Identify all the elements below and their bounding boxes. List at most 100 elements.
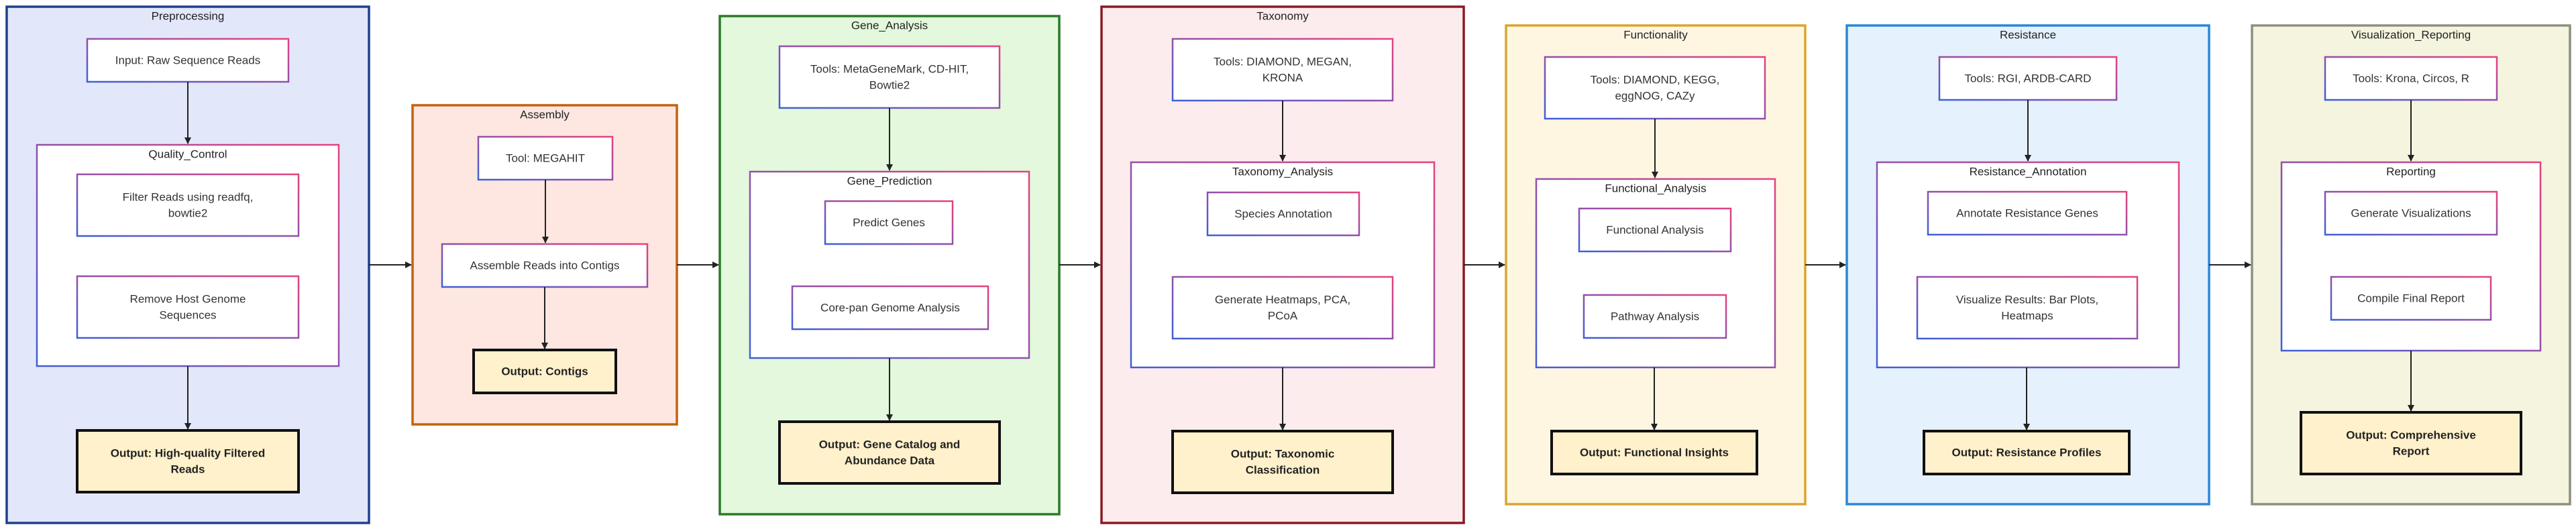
- subgroup-frame: [2280, 161, 2542, 352]
- tool-node-box: [778, 45, 1001, 109]
- tool-node[interactable]: Tools: DIAMOND, KEGG, eggNOG, CAZy: [1544, 56, 1766, 120]
- output-node-box: [76, 429, 300, 493]
- output-node-box: [472, 349, 617, 394]
- tool-node[interactable]: Tools: Krona, Circos, R: [2324, 56, 2498, 101]
- process-node-label: Pathway Analysis: [1611, 310, 1699, 323]
- group-title: Gene_Analysis: [851, 19, 928, 32]
- output-node[interactable]: Output: Contigs: [472, 349, 617, 394]
- tool-node-box: [1544, 56, 1766, 120]
- subgroup-title: Resistance_Annotation: [1970, 166, 2087, 178]
- output-node-label: Output: Comprehensive: [2346, 429, 2476, 442]
- output-node-box: [1550, 430, 1758, 475]
- output-node-label: Output: Contigs: [501, 365, 588, 378]
- input-node-label: Input: Raw Sequence Reads: [115, 54, 260, 67]
- process-node[interactable]: Generate Heatmaps, PCA,PCoA: [1171, 276, 1394, 340]
- process-node-label: bowtie2: [168, 207, 208, 220]
- tool-node[interactable]: Tools: DIAMOND, MEGAN,KRONA: [1171, 38, 1394, 102]
- group-title: Resistance: [2000, 29, 2056, 42]
- process-node[interactable]: Pathway Analysis: [1582, 294, 1727, 339]
- process-node-box: [76, 173, 300, 237]
- group-title: Functionality: [1623, 29, 1688, 42]
- process-node-box: [1916, 276, 2139, 340]
- tool-node[interactable]: Tools: RGI, ARDB-CARD: [1938, 56, 2118, 101]
- output-node-label: Output: Taxonomic: [1231, 448, 1335, 461]
- tool-node-box: [1171, 38, 1394, 102]
- tool-node-label: Tools: DIAMOND, KEGG,: [1591, 74, 1720, 86]
- process-node-label: Filter Reads using readfq,: [123, 191, 254, 204]
- process-node-label: Assemble Reads into Contigs: [470, 259, 619, 272]
- output-node-label: Reads: [170, 463, 205, 476]
- process-node-box: [791, 285, 989, 331]
- process-node[interactable]: Functional Analysis: [1578, 207, 1732, 253]
- edges-top-layer: [184, 82, 2414, 430]
- output-node-box: [2300, 411, 2522, 475]
- process-node[interactable]: Visualize Results: Bar Plots,Heatmaps: [1916, 276, 2139, 340]
- process-node-label: Species Annotation: [1234, 208, 1332, 221]
- group-title: Assembly: [520, 109, 570, 121]
- process-node-box: [76, 275, 300, 339]
- input-node[interactable]: Input: Raw Sequence Reads: [86, 38, 290, 83]
- tool-node-label: Tools: RGI, ARDB-CARD: [1965, 72, 2092, 85]
- process-node-label: Functional Analysis: [1606, 224, 1704, 237]
- process-node-box: [1171, 276, 1394, 340]
- tool-node[interactable]: Tools: MetaGeneMark, CD-HIT, Bowtie2: [778, 45, 1001, 109]
- tool-node-box: [2324, 56, 2498, 101]
- group-visualization-reporting: Visualization_ReportingReportingGenerate…: [2251, 24, 2571, 506]
- subgroup-title: Quality_Control: [148, 148, 227, 161]
- subgroup-title: Taxonomy_Analysis: [1232, 166, 1333, 178]
- tool-node-label: Bowtie2: [869, 79, 910, 92]
- process-node-label: Generate Heatmaps, PCA,: [1215, 294, 1350, 306]
- output-node-label: Classification: [1246, 464, 1320, 477]
- process-node-box: [1582, 294, 1727, 339]
- group-title: Preprocessing: [152, 10, 225, 23]
- process-node[interactable]: Species Annotation: [1206, 191, 1360, 237]
- tool-node-label: Tool: MEGAHIT: [506, 152, 585, 165]
- process-node[interactable]: Filter Reads using readfq, bowtie2: [76, 173, 300, 237]
- process-node-label: Compile Final Report: [2357, 292, 2465, 305]
- output-node-box: [778, 420, 1001, 485]
- process-node-label: Predict Genes: [853, 217, 925, 229]
- process-node-box: [1578, 207, 1732, 253]
- process-node-box: [824, 200, 954, 245]
- tool-node-box: [1938, 56, 2118, 101]
- process-node-box: [2324, 190, 2498, 236]
- tool-node[interactable]: Tool: MEGAHIT: [477, 135, 614, 181]
- process-node[interactable]: Compile Final Report: [2330, 276, 2492, 321]
- process-node[interactable]: Predict Genes: [824, 200, 954, 245]
- subgroup-frame: [1535, 178, 1776, 369]
- tool-node-label: Tools: Krona, Circos, R: [2353, 72, 2469, 85]
- subgroup-title: Functional_Analysis: [1605, 182, 1706, 195]
- process-node-label: Sequences: [159, 309, 216, 322]
- group-functionality: FunctionalityFunctional_AnalysisFunction…: [1505, 24, 1807, 506]
- process-node-label: Core-pan Genome Analysis: [820, 302, 960, 314]
- process-node-label: Remove Host Genome: [130, 293, 246, 306]
- output-node[interactable]: Output: Resistance Profiles: [1923, 430, 2131, 475]
- output-node-label: Report: [2393, 445, 2430, 458]
- output-node-label: Output: High-quality Filtered: [111, 447, 265, 460]
- process-node[interactable]: Core-pan Genome Analysis: [791, 285, 989, 331]
- tool-node-label: Tools: DIAMOND, MEGAN,: [1214, 56, 1352, 68]
- process-node[interactable]: Generate Visualizations: [2324, 190, 2498, 236]
- tool-node-label: eggNOG, CAZy: [1615, 90, 1695, 103]
- output-node-box: [1923, 430, 2131, 475]
- subgroup-title: Reporting: [2386, 166, 2436, 178]
- process-node-label: Annotate Resistance Genes: [1956, 207, 2098, 220]
- output-node[interactable]: Output: Functional Insights: [1550, 430, 1758, 475]
- process-node-box: [1927, 190, 2128, 236]
- process-node-box: [2330, 276, 2492, 321]
- subgroup-frame: [749, 170, 1030, 359]
- process-node[interactable]: Assemble Reads into Contigs: [441, 243, 649, 288]
- process-node[interactable]: Annotate Resistance Genes: [1927, 190, 2128, 236]
- tool-node-label: Tools: MetaGeneMark, CD-HIT,: [810, 63, 969, 76]
